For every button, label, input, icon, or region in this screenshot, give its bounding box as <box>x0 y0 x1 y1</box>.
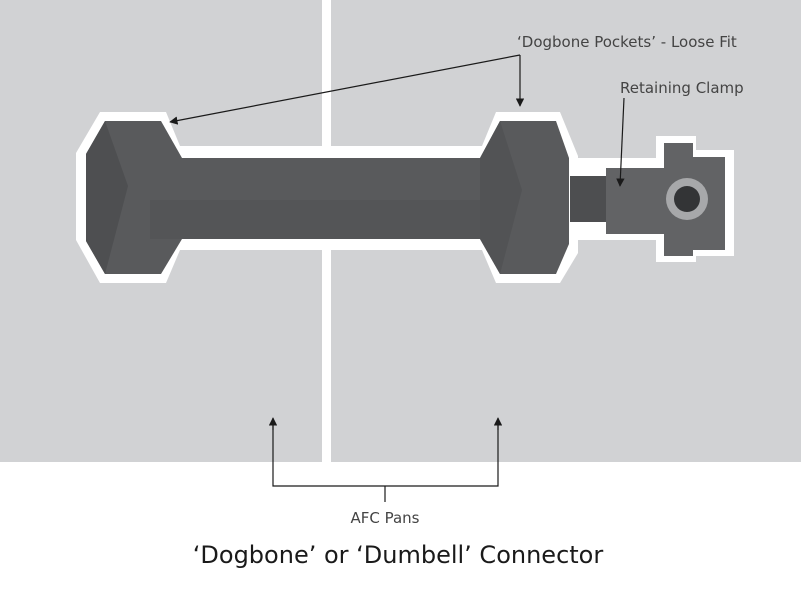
pocket-pointers <box>169 54 525 125</box>
dogbone-connector <box>86 121 569 274</box>
clamp-label: Retaining Clamp <box>620 79 744 97</box>
retaining-clamp <box>570 143 725 256</box>
pockets-label: ‘Dogbone Pockets’ - Loose Fit <box>517 33 737 51</box>
pocket-arrow-left <box>169 54 521 125</box>
dogbone-shade-left <box>86 121 128 274</box>
pans-bracket <box>268 417 503 502</box>
pans-label: AFC Pans <box>350 509 419 527</box>
dogbone-shade-bar <box>150 200 492 239</box>
clamp-neck <box>570 176 612 222</box>
clamp-pin <box>674 186 700 212</box>
caption: ‘Dogbone’ or ‘Dumbell’ Connector <box>193 541 604 569</box>
clamp-body <box>606 143 725 256</box>
dogbone-shade-right <box>480 121 522 274</box>
clamp-arrow <box>616 97 625 187</box>
